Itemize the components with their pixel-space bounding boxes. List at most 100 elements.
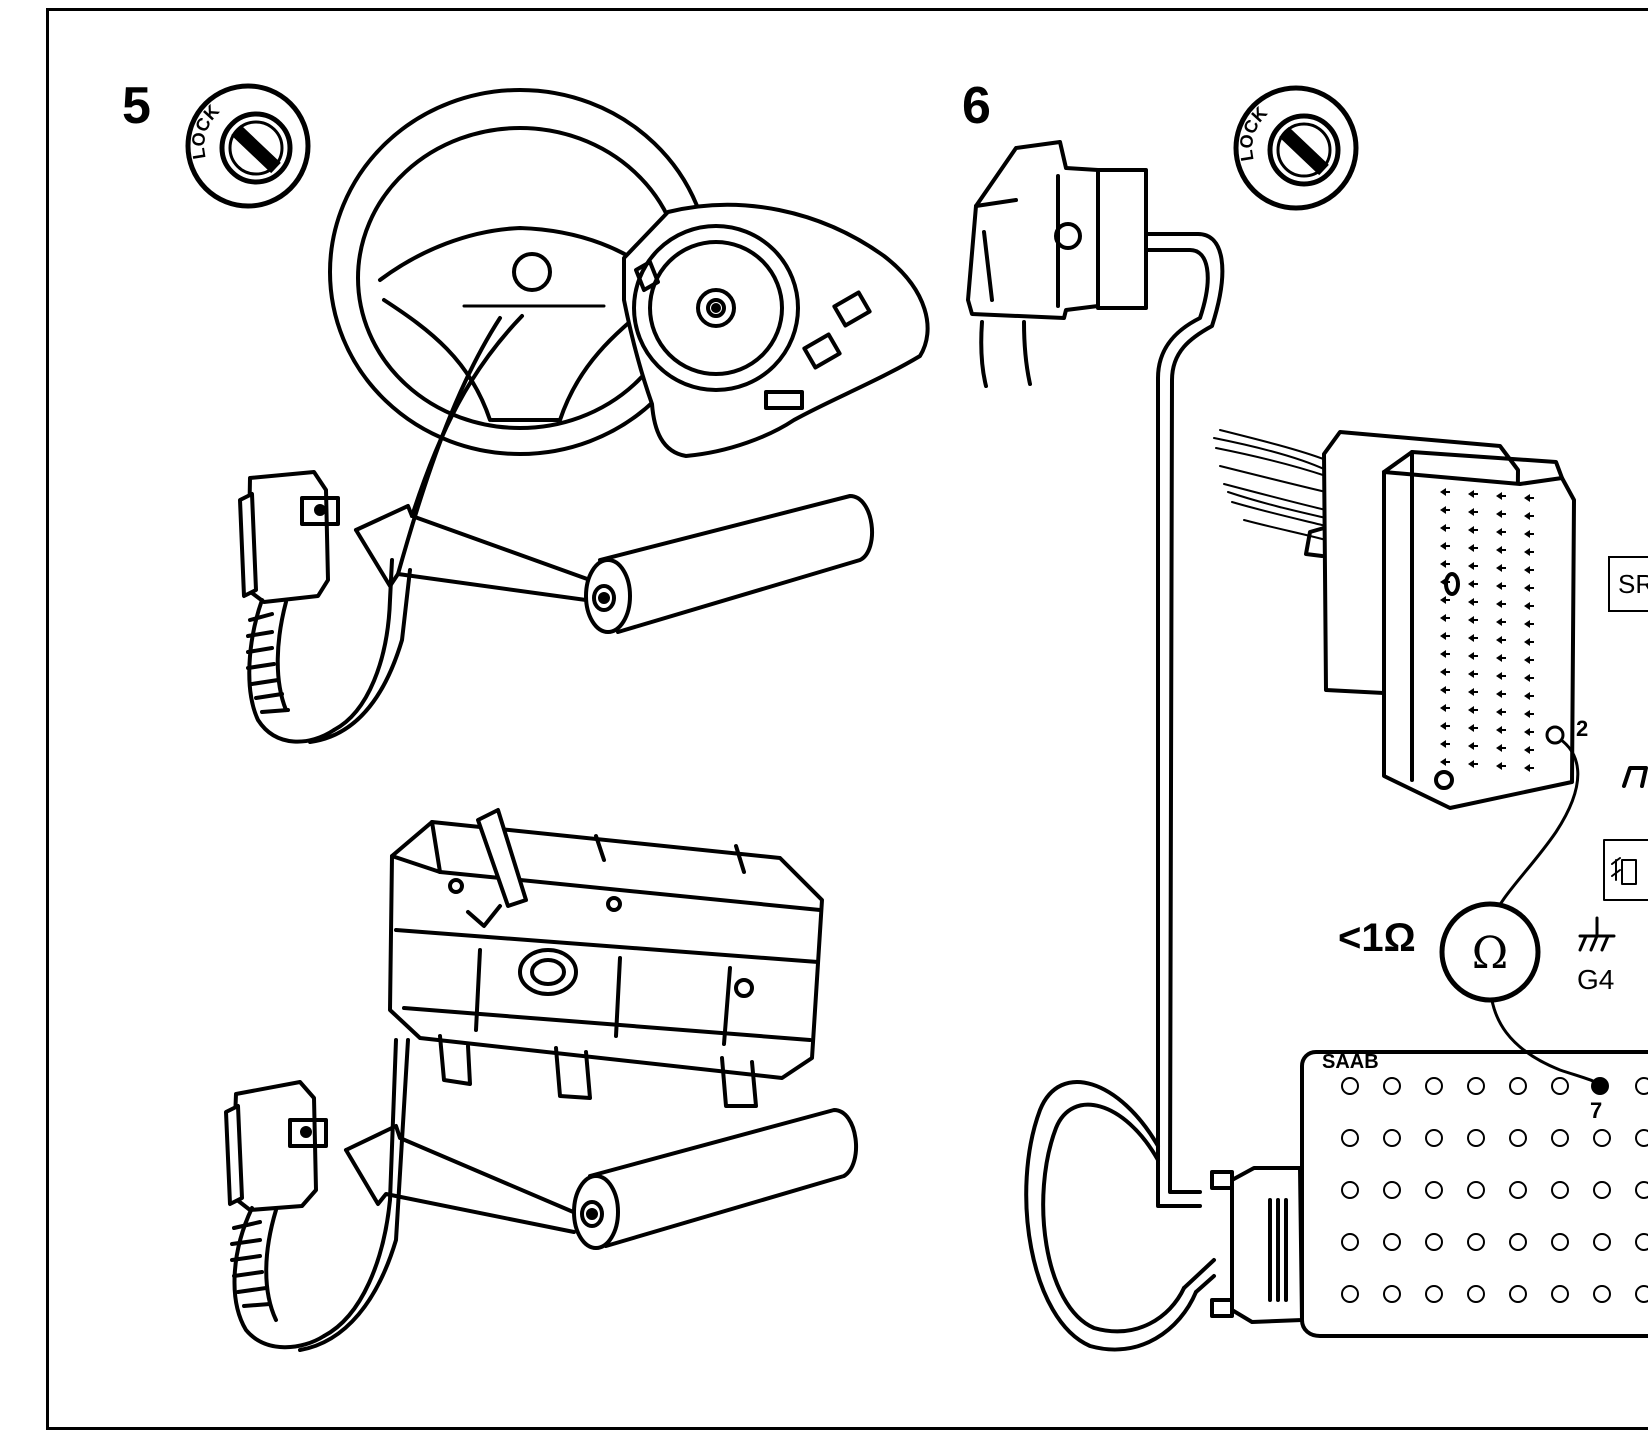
connector-pin [1468, 580, 1478, 588]
connector-pin [1468, 526, 1478, 534]
tester-socket [1467, 1233, 1485, 1251]
connector-pin [1440, 722, 1450, 730]
connector-pin [1524, 728, 1534, 736]
connector-pin [1496, 510, 1506, 518]
connector-pin [1496, 618, 1506, 626]
saab-tester-box [1300, 1050, 1648, 1338]
pin-2-marker [1545, 725, 1565, 745]
connector-pin [1524, 764, 1534, 772]
ignition-lock-icon: LOCK [1233, 85, 1359, 211]
connector-pin [1468, 598, 1478, 606]
connector-pin [1496, 564, 1506, 572]
tester-socket [1551, 1233, 1569, 1251]
connector-pin [1524, 530, 1534, 538]
tester-socket [1425, 1181, 1443, 1199]
connector-pin [1524, 746, 1534, 754]
connector-pin [1468, 760, 1478, 768]
connector-pin [1524, 584, 1534, 592]
tester-adapter-plug [966, 140, 1148, 388]
connector-pin [1524, 674, 1534, 682]
connector-pin [1524, 548, 1534, 556]
connector-pin [1440, 560, 1450, 568]
connector-pin [1496, 636, 1506, 644]
tester-brand-label: SAAB [1322, 1051, 1379, 1073]
diagram-frame [46, 8, 1648, 1430]
connector-pin [1496, 744, 1506, 752]
tester-socket [1383, 1129, 1401, 1147]
connector-pin [1496, 600, 1506, 608]
connector-pin [1524, 710, 1534, 718]
ohm-meter [1439, 901, 1541, 1003]
connector-pin [1496, 726, 1506, 734]
connector-pin [1496, 654, 1506, 662]
pin-2-label: 2 [1576, 716, 1589, 741]
connector-pin [1496, 492, 1506, 500]
tester-socket [1425, 1233, 1443, 1251]
ground-label: G4 [1577, 964, 1615, 995]
connector-pin [1524, 656, 1534, 664]
tester-socket [1383, 1077, 1401, 1095]
connector-pin [1468, 544, 1478, 552]
tester-socket [1425, 1129, 1443, 1147]
connector-pin [1468, 634, 1478, 642]
tester-socket [1341, 1285, 1359, 1303]
connector-pin [1468, 490, 1478, 498]
connector-pin [1440, 650, 1450, 658]
connector-pin [1440, 758, 1450, 766]
tester-socket [1635, 1129, 1648, 1147]
connector-pin [1496, 708, 1506, 716]
connector-pin-grid [1440, 488, 1534, 772]
connector-pin [1524, 692, 1534, 700]
tester-socket [1383, 1233, 1401, 1251]
step-6-number: 6 [962, 77, 991, 135]
connector-pin [1440, 704, 1450, 712]
tester-socket [1635, 1233, 1648, 1251]
tester-socket [1341, 1181, 1359, 1199]
pin-7-label: 7 [1590, 1098, 1603, 1123]
dummy-resistor-upper [584, 494, 874, 634]
connector-pin [1468, 562, 1478, 570]
ohm-symbol: Ω [1472, 928, 1508, 979]
ground-icon [1578, 916, 1616, 952]
tester-socket [1509, 1233, 1527, 1251]
connector-pin [1440, 632, 1450, 640]
connector-pin [1524, 620, 1534, 628]
connector-pin [1468, 670, 1478, 678]
tester-socket [1341, 1233, 1359, 1251]
connector-pin [1468, 688, 1478, 696]
srs-control-connector [1304, 430, 1576, 810]
connector-pin [1440, 596, 1450, 604]
tester-socket [1509, 1285, 1527, 1303]
tester-socket [1551, 1181, 1569, 1199]
airbag-connector-lower [224, 1038, 410, 1352]
connector-pin [1468, 652, 1478, 660]
passenger-airbag-module [388, 808, 824, 1108]
connector-pin [1468, 508, 1478, 516]
ignition-lock-icon: LOCK [185, 83, 311, 209]
airbag-connector-upper [238, 470, 412, 744]
tester-adapter-connector [1210, 1166, 1304, 1324]
connector-pin [1496, 528, 1506, 536]
tester-socket [1383, 1285, 1401, 1303]
connector-pin [1496, 672, 1506, 680]
connector-pin [1468, 616, 1478, 624]
connector-pin [1524, 638, 1534, 646]
tester-socket [1593, 1129, 1611, 1147]
tester-socket [1593, 1233, 1611, 1251]
connector-pin [1496, 762, 1506, 770]
connector-pin [1440, 614, 1450, 622]
connector-pin [1440, 668, 1450, 676]
tester-socket [1383, 1181, 1401, 1199]
tester-socket [1467, 1129, 1485, 1147]
relay-symbol-partial [1603, 839, 1648, 901]
connector-pin [1440, 488, 1450, 496]
tester-socket [1635, 1285, 1648, 1303]
step-5-number: 5 [122, 77, 151, 135]
connector-pin [1524, 566, 1534, 574]
tester-socket [1509, 1129, 1527, 1147]
connector-pin [1496, 582, 1506, 590]
tester-socket [1341, 1077, 1359, 1095]
tester-socket [1467, 1077, 1485, 1095]
tester-socket [1551, 1077, 1569, 1095]
pin-7-marker [1591, 1077, 1609, 1095]
